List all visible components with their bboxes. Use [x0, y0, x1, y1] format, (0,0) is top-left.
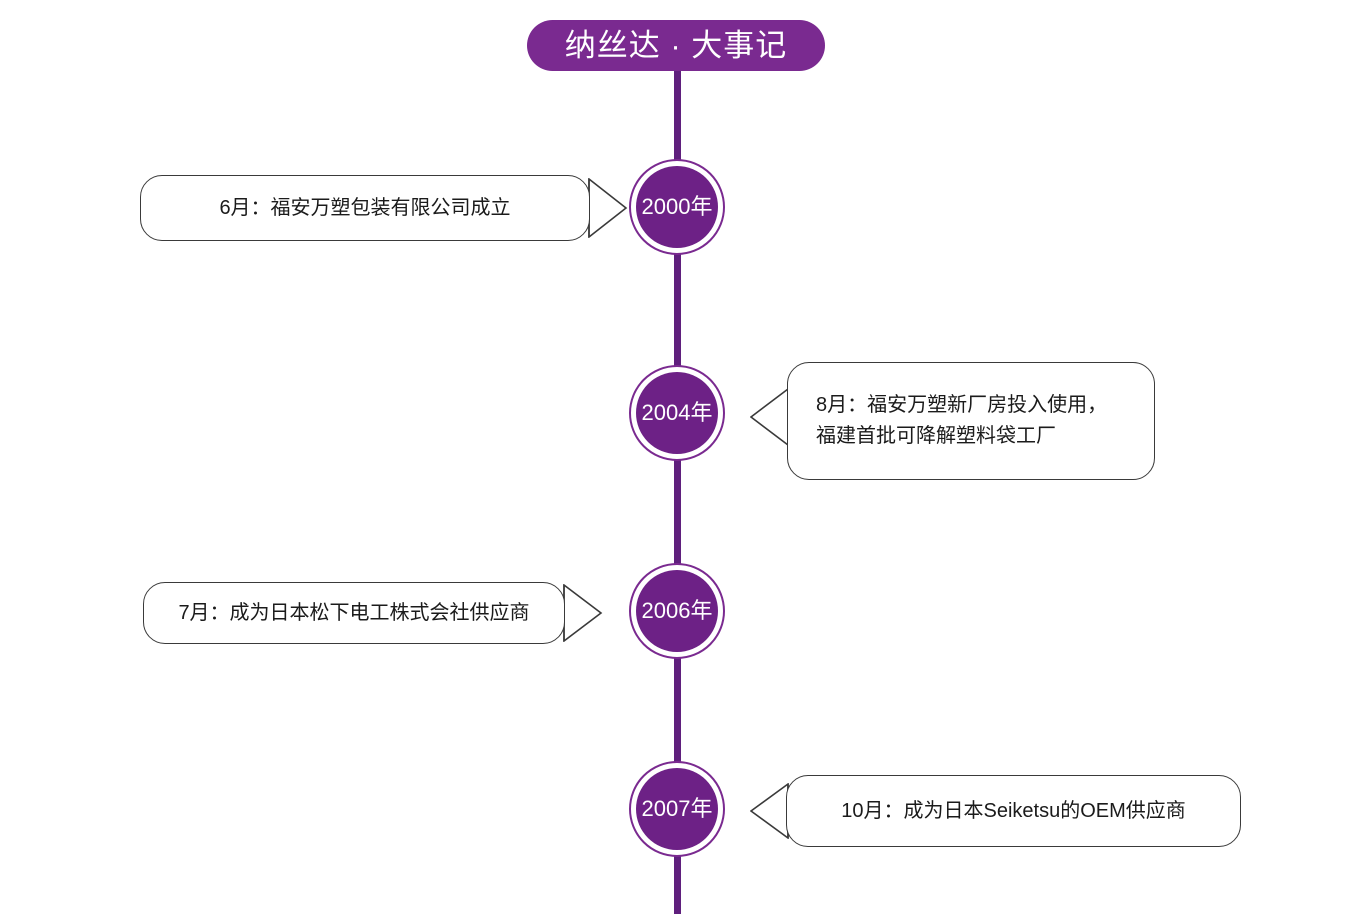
page-title: 纳丝达 · 大事记 [564, 28, 788, 63]
event-text-0: 6月：福安万塑包装有限公司成立 [219, 196, 511, 219]
year-label-3: 2007年 [641, 796, 713, 821]
year-node-0: 2000年 [629, 159, 725, 255]
year-node-disc-2: 2006年 [636, 570, 718, 652]
year-label-1: 2004年 [641, 400, 713, 425]
year-node-disc-3: 2007年 [636, 768, 718, 850]
year-node-2: 2006年 [629, 563, 725, 659]
event-text-1: 8月：福安万塑新厂房投入使用， 福建首批可降解塑料袋工厂 [816, 394, 1108, 447]
event-pointer-0 [588, 178, 628, 238]
year-label-2: 2006年 [641, 598, 713, 623]
timeline-title-pill: 纳丝达 · 大事记 [527, 20, 825, 71]
year-node-1: 2004年 [629, 365, 725, 461]
event-pointer-3 [750, 783, 789, 839]
event-text-3: 10月：成为日本Seiketsu的OEM供应商 [841, 799, 1186, 822]
event-pointer-2 [563, 584, 603, 642]
event-callout-1: 8月：福安万塑新厂房投入使用， 福建首批可降解塑料袋工厂 [787, 362, 1155, 480]
event-callout-0: 6月：福安万塑包装有限公司成立 [140, 175, 590, 241]
event-callout-2: 7月：成为日本松下电工株式会社供应商 [143, 582, 565, 644]
timeline-spine [674, 48, 681, 914]
year-node-3: 2007年 [629, 761, 725, 857]
event-callout-3: 10月：成为日本Seiketsu的OEM供应商 [786, 775, 1241, 847]
year-node-disc-1: 2004年 [636, 372, 718, 454]
year-node-disc-0: 2000年 [636, 166, 718, 248]
event-pointer-1 [750, 388, 789, 446]
year-label-0: 2000年 [641, 194, 713, 219]
event-text-2: 7月：成为日本松下电工株式会社供应商 [178, 601, 530, 624]
